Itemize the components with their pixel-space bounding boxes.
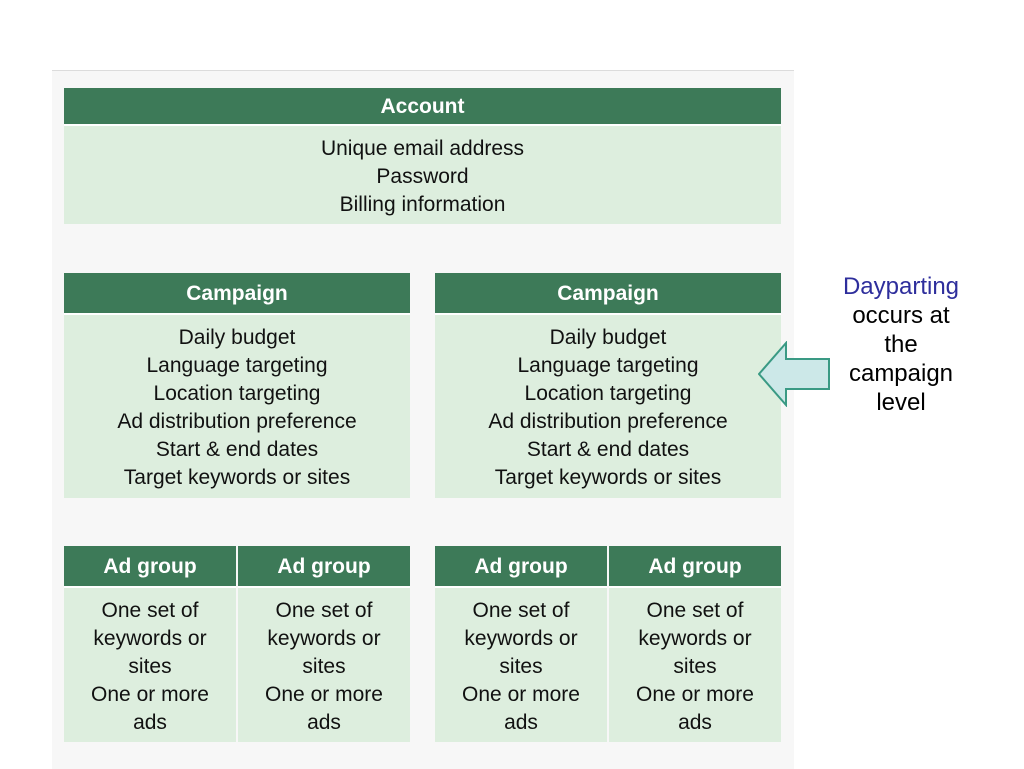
- campaign-body: Daily budget Language targeting Location…: [64, 315, 410, 492]
- campaign-item: Language targeting: [517, 354, 699, 377]
- campaign-item: Target keywords or sites: [123, 466, 351, 489]
- annotation-highlight: Dayparting: [842, 273, 960, 300]
- campaign-item: Daily budget: [549, 326, 667, 349]
- arrow-shape: [758, 341, 830, 407]
- ad-group-box-2: Ad group One set of keywords or sites On…: [238, 546, 410, 742]
- dayparting-annotation: Dayparting occurs at the campaign level: [826, 272, 976, 417]
- ad-group-header: Ad group: [238, 546, 410, 588]
- campaign-item: Ad distribution preference: [117, 410, 357, 433]
- account-item: Unique email address: [320, 137, 525, 160]
- ad-group-line: One set of: [275, 599, 373, 622]
- ad-group-line: sites: [673, 655, 717, 678]
- ad-group-line: One or more: [265, 683, 383, 706]
- account-body: Unique email address Password Billing in…: [64, 126, 781, 219]
- ad-group-line: ads: [307, 711, 341, 734]
- annotation-line: campaign: [848, 360, 954, 387]
- ad-group-body: One set of keywords or sites One or more…: [64, 588, 236, 737]
- ad-group-line: One set of: [472, 599, 570, 622]
- ad-group-line: One or more: [462, 683, 580, 706]
- campaign-item: Location targeting: [153, 382, 321, 405]
- campaign-header: Campaign: [64, 273, 410, 315]
- campaign-item: Start & end dates: [526, 438, 690, 461]
- campaign-box-2: Campaign Daily budget Language targeting…: [435, 273, 781, 498]
- ad-group-line: sites: [499, 655, 543, 678]
- ad-group-header: Ad group: [609, 546, 781, 588]
- left-arrow-icon: [758, 341, 830, 407]
- ad-group-line: ads: [133, 711, 167, 734]
- ad-group-body: One set of keywords or sites One or more…: [435, 588, 607, 737]
- campaign-box-1: Campaign Daily budget Language targeting…: [64, 273, 410, 498]
- ad-group-line: sites: [302, 655, 346, 678]
- campaign-item: Language targeting: [146, 354, 328, 377]
- ad-group-line: One or more: [91, 683, 209, 706]
- campaign-item: Ad distribution preference: [488, 410, 728, 433]
- ad-group-box-4: Ad group One set of keywords or sites On…: [609, 546, 781, 742]
- ad-group-line: ads: [504, 711, 538, 734]
- ad-group-line: keywords or: [464, 627, 578, 650]
- annotation-line: occurs at: [852, 302, 950, 329]
- ad-group-header: Ad group: [64, 546, 236, 588]
- ad-group-line: keywords or: [93, 627, 207, 650]
- ad-group-box-1: Ad group One set of keywords or sites On…: [64, 546, 236, 742]
- annotation-line: level: [876, 389, 926, 416]
- ad-group-box-3: Ad group One set of keywords or sites On…: [435, 546, 607, 742]
- campaign-item: Daily budget: [178, 326, 296, 349]
- campaign-item: Start & end dates: [155, 438, 319, 461]
- campaign-header: Campaign: [435, 273, 781, 315]
- campaign-body: Daily budget Language targeting Location…: [435, 315, 781, 492]
- account-item: Billing information: [339, 193, 506, 216]
- account-box: Account Unique email address Password Bi…: [64, 88, 781, 224]
- campaign-item: Location targeting: [524, 382, 692, 405]
- campaign-item: Target keywords or sites: [494, 466, 722, 489]
- account-item: Password: [376, 165, 469, 188]
- ad-group-line: One set of: [101, 599, 199, 622]
- ad-group-line: keywords or: [267, 627, 381, 650]
- account-header: Account: [64, 88, 781, 126]
- ad-group-header: Ad group: [435, 546, 607, 588]
- ad-group-line: keywords or: [638, 627, 752, 650]
- ad-group-body: One set of keywords or sites One or more…: [609, 588, 781, 737]
- ad-group-body: One set of keywords or sites One or more…: [238, 588, 410, 737]
- annotation-line: the: [884, 331, 918, 358]
- ad-group-line: sites: [128, 655, 172, 678]
- ad-group-line: One or more: [636, 683, 754, 706]
- ad-group-line: One set of: [646, 599, 744, 622]
- ad-group-line: ads: [678, 711, 712, 734]
